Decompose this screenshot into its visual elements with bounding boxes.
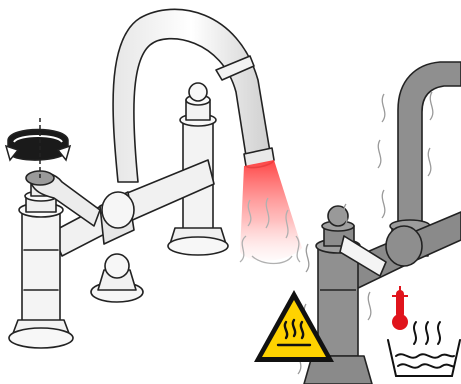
left-faucet	[8, 8, 275, 349]
hot-water-stream	[239, 160, 302, 265]
hot-surface-warning-icon	[254, 290, 334, 362]
rotate-arrows-icon	[4, 118, 72, 178]
drain-knob	[90, 253, 144, 303]
left-spout	[112, 8, 271, 183]
left-front-column	[21, 209, 61, 323]
hot-water-icon	[387, 321, 461, 377]
right-lever-handle	[339, 235, 387, 277]
right-faucet	[303, 61, 461, 384]
thermometer-icon	[392, 286, 408, 330]
right-front-column	[317, 245, 359, 357]
right-spout	[397, 61, 461, 233]
left-spout-lever	[215, 55, 255, 81]
